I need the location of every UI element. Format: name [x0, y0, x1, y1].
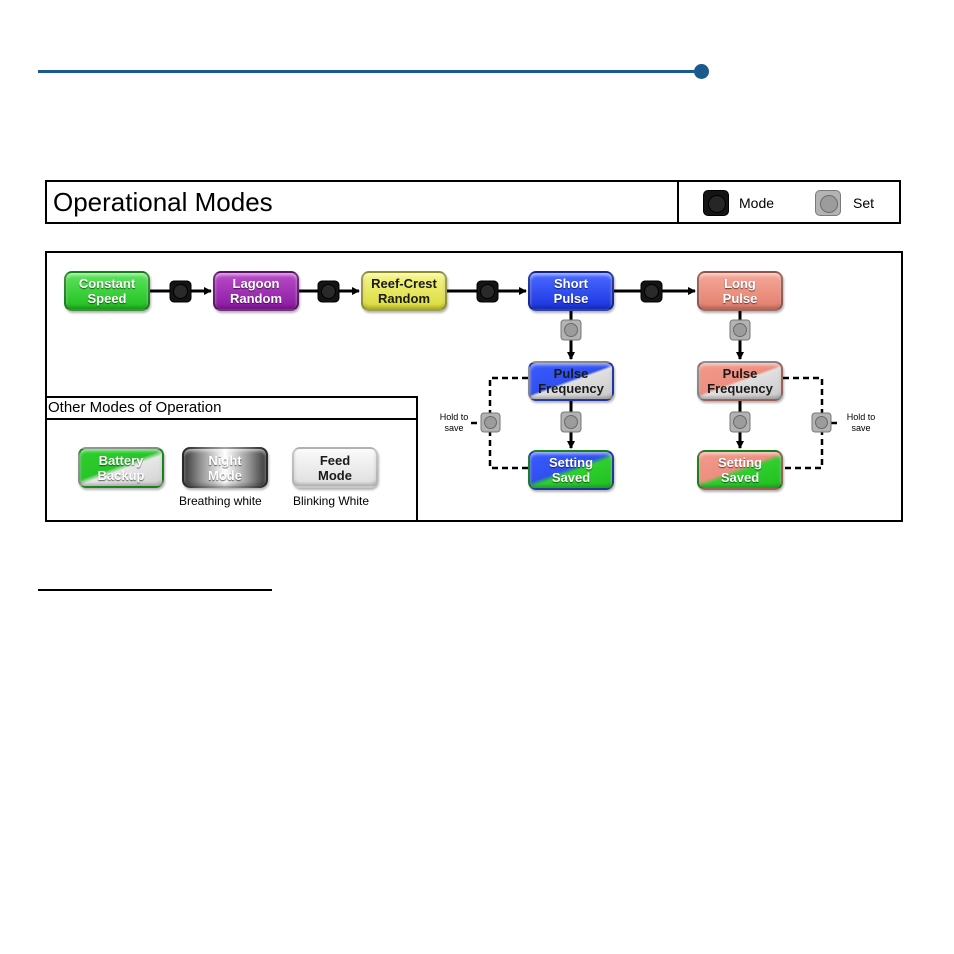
mode-setting-saved-short: Setting Saved — [528, 450, 614, 490]
feed-mode-caption: Blinking White — [293, 494, 369, 508]
mode-constant-speed: Constant Speed — [64, 271, 150, 311]
mode-button-icon — [170, 281, 191, 302]
mode-setting-saved-long: Setting Saved — [697, 450, 783, 490]
mode-pulse-frequency-short: Pulse Frequency — [528, 361, 614, 401]
bottom-rule — [38, 589, 272, 591]
mode-reef-crest-random: Reef-Crest Random — [361, 271, 447, 311]
mode-button-icon — [641, 281, 662, 302]
mode-pulse-frequency-long: Pulse Frequency — [697, 361, 783, 401]
night-mode-caption: Breathing white — [179, 494, 262, 508]
set-button-icon — [561, 320, 581, 340]
mode-button-icon — [318, 281, 339, 302]
set-button-icon — [561, 412, 581, 432]
mode-short-pulse: Short Pulse — [528, 271, 614, 311]
hold-to-save-label-right: Hold to save — [841, 412, 881, 434]
set-button-icon — [730, 412, 750, 432]
mode-lagoon-random: Lagoon Random — [213, 271, 299, 311]
mode-battery-backup: Battery Backup — [78, 447, 164, 488]
set-button-icon — [730, 320, 750, 340]
mode-night-mode: Night Mode — [182, 447, 268, 488]
mode-long-pulse: Long Pulse — [697, 271, 783, 311]
hold-set-button-icon-left — [481, 413, 500, 432]
mode-feed-mode: Feed Mode — [292, 447, 378, 488]
hold-set-button-icon-right — [812, 413, 831, 432]
hold-to-save-label-left: Hold to save — [434, 412, 474, 434]
hold-to-save-loops — [471, 378, 841, 468]
other-modes-title: Other Modes of Operation — [48, 399, 221, 417]
mode-button-icon — [477, 281, 498, 302]
